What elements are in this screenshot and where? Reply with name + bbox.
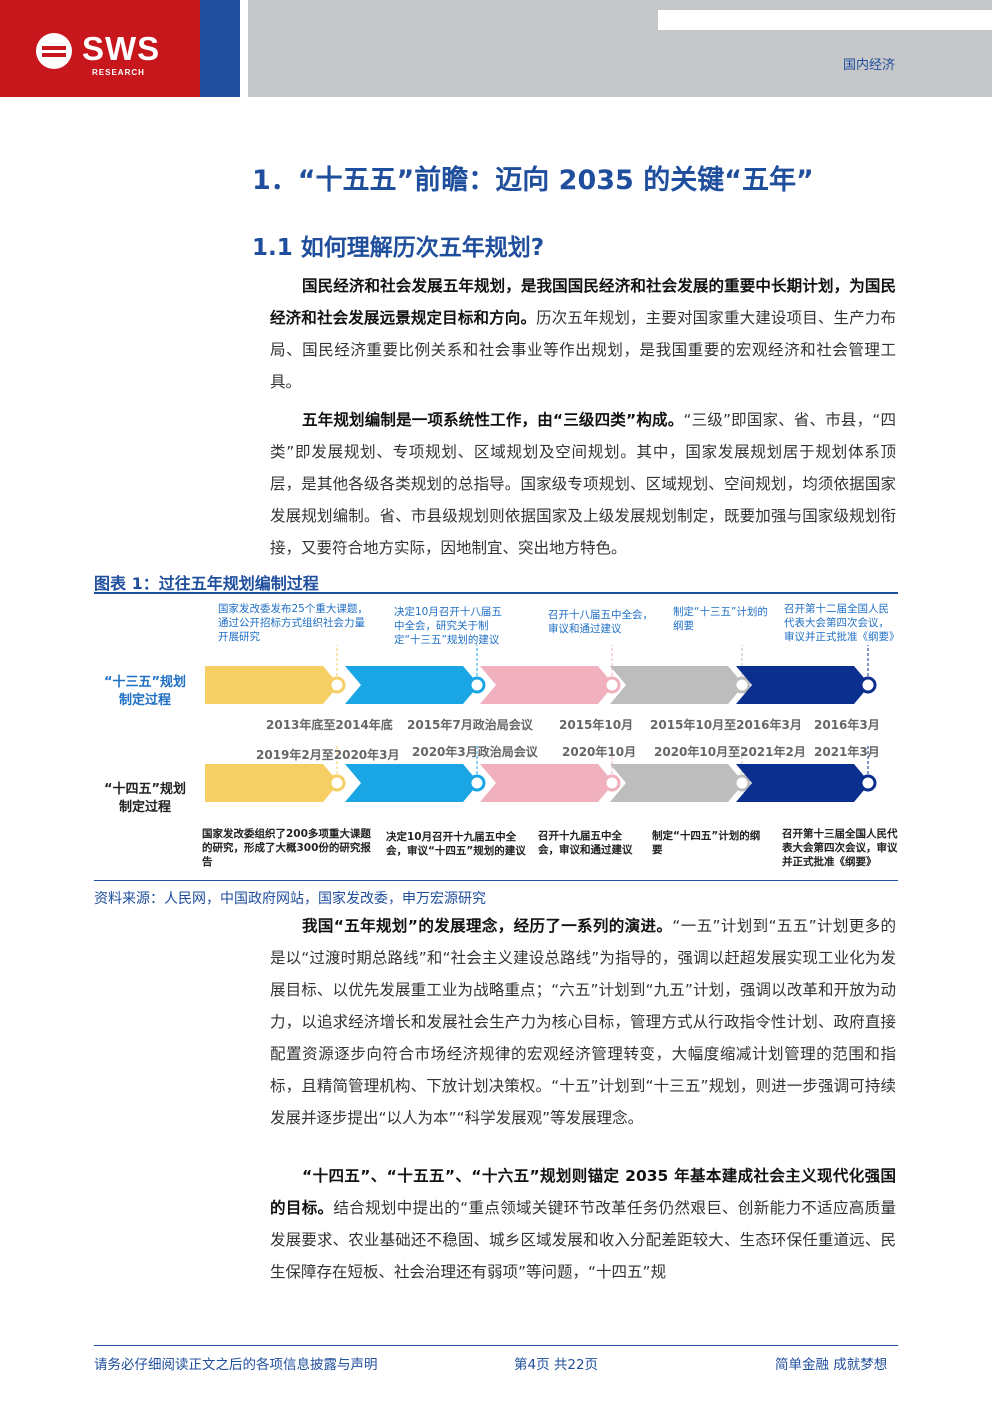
row2-date-2: 2020年3月政治局会议: [412, 745, 538, 759]
subsection-title: 1.1 如何理解历次五年规划?: [252, 235, 545, 261]
row1-note-1: 国家发改委发布25个重大课题，通过公开招标方式组织社会力量开展研究: [218, 603, 368, 643]
row1-arrow-1: [205, 666, 339, 704]
row1-milestone-dot-1: [328, 676, 346, 694]
row1-arrow-3: [480, 666, 614, 704]
row2-date-4: 2020年10月至2021年2月: [654, 745, 806, 759]
row2-milestone-dot-3: [603, 774, 621, 792]
figure-bottom-rule: [94, 880, 898, 881]
row2-milestone-dot-4: [733, 774, 751, 792]
footer-page-number: 第4页 共22页: [514, 1357, 599, 1373]
row1-milestone-dot-5: [859, 676, 877, 694]
header-blue-strip: [200, 0, 240, 97]
row2-date-3: 2020年10月: [562, 745, 637, 759]
paragraph-3-lead: 我国“五年规划”的发展理念，经历了一系列的演进。: [302, 917, 673, 935]
row2-arrow-1: [205, 764, 339, 802]
header-white-tab: [658, 10, 992, 30]
paragraph-2: 五年规划编制是一项系统性工作，由“三级四类”构成。“三级”即国家、省、市县，“四…: [270, 404, 896, 564]
row2-date-5: 2021年3月: [814, 745, 880, 759]
row1-milestone-dot-4: [733, 676, 751, 694]
row1-milestone-dot-2: [468, 676, 486, 694]
paragraph-3-text: “一五”计划到“五五”计划更多的是以“过渡时期总路线”和“社会主义建设总路线”为…: [270, 917, 896, 1127]
row2-note-5: 召开第十三届全国人民代表大会第四次会议，审议并正式批准《纲要》: [782, 828, 898, 868]
row1-date-5: 2016年3月: [814, 718, 880, 732]
row2-arrow-4: [610, 764, 744, 802]
row2-note-2: 决定10月召开十九届五中全会，审议“十四五”规划的建议: [386, 831, 526, 857]
brand-subtitle: RESEARCH: [92, 68, 145, 77]
figure-source: 资料来源：人民网，中国政府网站，国家发改委，申万宏源研究: [94, 891, 486, 907]
footer-disclaimer: 请务必仔细阅读正文之后的各项信息披露与声明: [94, 1357, 378, 1373]
row1-date-2: 2015年7月政治局会议: [407, 718, 533, 732]
section-title: 1．“十五五”前瞻：迈向 2035 的关键“五年”: [252, 165, 814, 196]
row2-arrow-2: [345, 764, 479, 802]
row1-date-4: 2015年10月至2016年3月: [650, 718, 802, 732]
row2-milestone-dot-2: [468, 774, 486, 792]
row1-milestone-dot-3: [603, 676, 621, 694]
sws-logo-icon: [36, 33, 72, 69]
paragraph-4-text: 结合规划中提出的“重点领域关键环节改革任务仍然艰巨、创新能力不适应高质量发展要求…: [270, 1199, 896, 1281]
row2-label: “十四五”规划制定过程: [103, 782, 187, 815]
row1-note-2: 决定10月召开十八届五中全会，研究关于制定“十三五”规划的建议: [394, 606, 502, 646]
figure-title: 图表 1：过往五年规划编制过程: [94, 574, 319, 593]
paragraph-2-lead: 五年规划编制是一项系统性工作，由“三级四类”构成。: [302, 411, 684, 429]
row1-arrow-4: [610, 666, 744, 704]
row2-milestone-dot-1: [328, 774, 346, 792]
figure-top-rule: [94, 592, 898, 594]
paragraph-4-lead: “十四五”、“十五五”、“十六五”规划则锚定 2035 年基本建成社会主义现代化…: [270, 1167, 896, 1217]
row2-note-1: 国家发改委组织了200多项重大课题的研究，形成了大概300份的研究报告: [202, 828, 371, 868]
paragraph-1-lead: 国民经济和社会发展五年规划，是我国国民经济和社会发展的重要中长期计划，为国民经济…: [270, 277, 896, 327]
brand-name: SWS: [82, 30, 161, 67]
row2-note-3: 召开十九届五中全会，审议和通过建议: [538, 830, 633, 856]
row2-milestone-dot-5: [859, 774, 877, 792]
footer-slogan: 简单金融 成就梦想: [775, 1357, 888, 1373]
row2-arrow-3: [480, 764, 614, 802]
row1-note-4: 制定“十三五”计划的纲要: [673, 606, 768, 632]
row1-arrow-5: [736, 666, 870, 704]
logo-block: SWS RESEARCH: [0, 0, 200, 97]
row1-note-3: 召开十八届五中全会，审议和通过建议: [548, 609, 653, 635]
row1-label: “十三五”规划制定过程: [103, 675, 187, 708]
header-category: 国内经济: [843, 58, 896, 73]
paragraph-1: 国民经济和社会发展五年规划，是我国国民经济和社会发展的重要中长期计划，为国民经济…: [270, 270, 896, 398]
row1-date-3: 2015年10月: [559, 718, 634, 732]
row2-arrow-5: [736, 764, 870, 802]
footer-rule: [94, 1345, 898, 1346]
row2-note-4: 制定“十四五”计划的纲要: [652, 830, 761, 856]
paragraph-4: “十四五”、“十五五”、“十六五”规划则锚定 2035 年基本建成社会主义现代化…: [270, 1160, 896, 1288]
row2-date-1: 2019年2月至2020年3月: [256, 748, 400, 762]
paragraph-2-text: “三级”即国家、省、市县，“四类”即发展规划、专项规划、区域规划及空间规划。其中…: [270, 411, 896, 557]
paragraph-1-text: 历次五年规划，主要对国家重大建设项目、生产力布局、国民经济重要比例关系和社会事业…: [270, 309, 896, 391]
paragraph-3: 我国“五年规划”的发展理念，经历了一系列的演进。“一五”计划到“五五”计划更多的…: [270, 910, 896, 1134]
row1-date-1: 2013年底至2014年底: [266, 718, 393, 732]
row1-note-5: 召开第十二届全国人民代表大会第四次会议，审议并正式批准《纲要》: [784, 603, 900, 643]
row1-arrow-2: [345, 666, 479, 704]
